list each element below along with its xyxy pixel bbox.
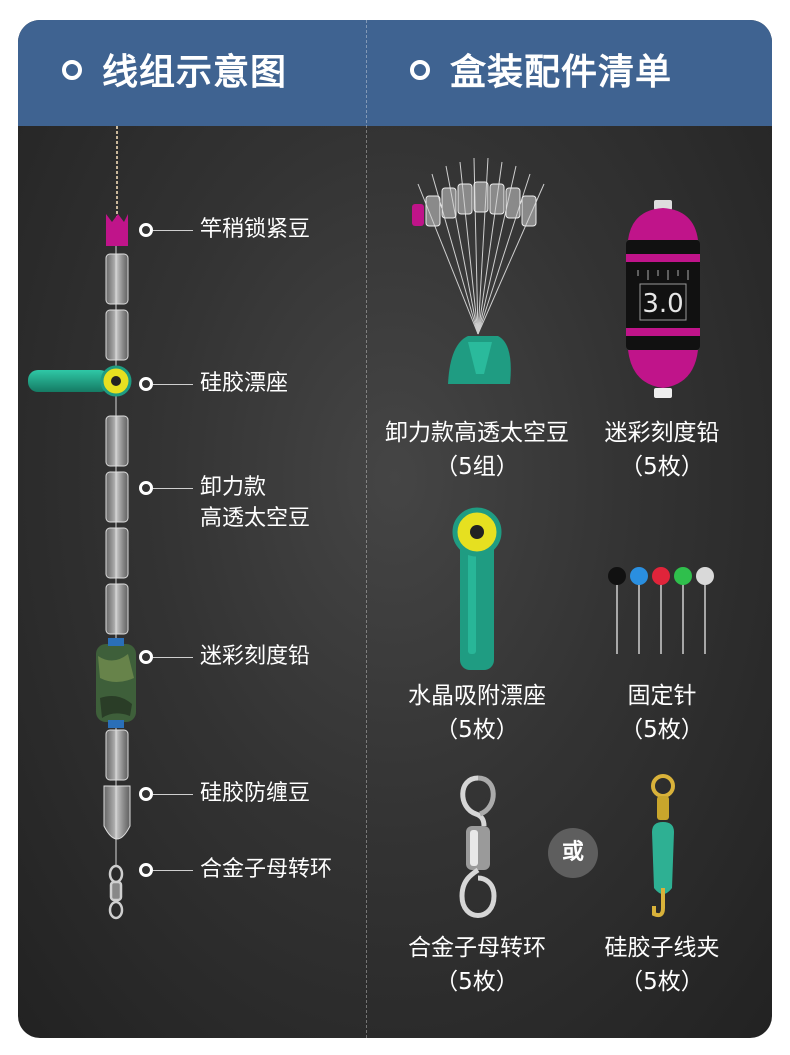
lock-bead-icon <box>106 214 128 246</box>
pointer-dot <box>139 787 153 801</box>
box-contents-title: 盒装配件清单 <box>410 20 672 126</box>
rig-diagram <box>28 126 136 920</box>
column-divider <box>366 20 367 1038</box>
item-qty: （5枚） <box>620 717 704 743</box>
crystal-float-seat-icon <box>452 507 502 670</box>
item-name: 迷彩刻度铅 <box>604 420 720 446</box>
swivel-icon <box>108 864 124 920</box>
pointer-dot <box>139 377 153 391</box>
label-lock-bead: 竿稍锁紧豆 <box>200 217 311 242</box>
item-scale-sinker: 迷彩刻度铅 （5枚） <box>578 416 746 484</box>
item-qty: （5组） <box>435 454 519 480</box>
space-beans-upper <box>105 253 129 635</box>
item-name: 卸力款高透太空豆 <box>385 420 569 446</box>
pin-icon <box>630 567 648 654</box>
rig-diagram-title: 线组示意图 <box>62 20 287 126</box>
item-name: 水晶吸附漂座 <box>408 683 546 709</box>
item-float-seat: 水晶吸附漂座 （5枚） <box>378 679 576 747</box>
item-qty: （5枚） <box>435 969 519 995</box>
item-qty: （5枚） <box>620 454 704 480</box>
item-qty: （5枚） <box>435 717 519 743</box>
pin-icon <box>652 567 670 654</box>
float-seat-icon <box>28 365 132 397</box>
box-contents-title-text: 盒装配件清单 <box>450 52 673 93</box>
bullet-icon <box>410 60 430 80</box>
bullet-icon <box>62 60 82 80</box>
item-qty: （5枚） <box>620 969 704 995</box>
pointer-line <box>153 794 193 795</box>
space-bean-set-icon <box>412 157 545 384</box>
pointer-line <box>153 230 193 231</box>
pointer-line <box>153 657 193 658</box>
label-anti-tangle: 硅胶防缠豆 <box>200 781 311 806</box>
fixing-pins-icon <box>608 567 714 654</box>
camo-sinker-icon <box>96 638 136 728</box>
label-camo-sinker: 迷彩刻度铅 <box>200 644 311 669</box>
item-alloy-swivel: 合金子母转环 （5枚） <box>378 931 576 999</box>
pointer-line <box>153 488 193 489</box>
item-space-beans: 卸力款高透太空豆 （5组） <box>378 416 576 484</box>
silicone-line-clip-icon <box>651 774 675 918</box>
pin-icon <box>608 567 626 654</box>
item-fixing-pins: 固定针 （5枚） <box>578 679 746 747</box>
label-float-seat: 硅胶漂座 <box>200 371 289 396</box>
label-swivel: 合金子母转环 <box>200 857 333 882</box>
or-badge: 或 <box>548 828 598 878</box>
pointer-line <box>153 384 193 385</box>
space-bean-lower <box>105 729 129 781</box>
header-bar <box>18 20 772 126</box>
rig-diagram-title-text: 线组示意图 <box>102 52 288 93</box>
scale-sinker-icon: 3.0 <box>626 200 700 398</box>
anti-tangle-bean-icon <box>103 785 131 840</box>
pointer-line <box>153 870 193 871</box>
label-space-bean-line2: 高透太空豆 <box>200 506 311 531</box>
pin-icon <box>674 567 692 654</box>
item-name: 合金子母转环 <box>408 935 546 961</box>
item-name: 固定针 <box>627 683 697 709</box>
label-space-bean: 卸力款 高透太空豆 <box>200 472 310 534</box>
alloy-swivel-icon <box>459 775 497 918</box>
pointer-dot <box>139 223 153 237</box>
pointer-dot <box>139 650 153 664</box>
pointer-dot <box>139 863 153 877</box>
item-name: 硅胶子线夹 <box>604 935 720 961</box>
pointer-dot <box>139 481 153 495</box>
item-line-clip: 硅胶子线夹 （5枚） <box>578 931 746 999</box>
label-space-bean-line1: 卸力款 <box>200 475 267 500</box>
pin-icon <box>696 567 714 654</box>
accessory-card: 线组示意图 盒装配件清单 <box>18 20 772 1038</box>
sinker-scale-mark: 3.0 <box>642 289 683 319</box>
